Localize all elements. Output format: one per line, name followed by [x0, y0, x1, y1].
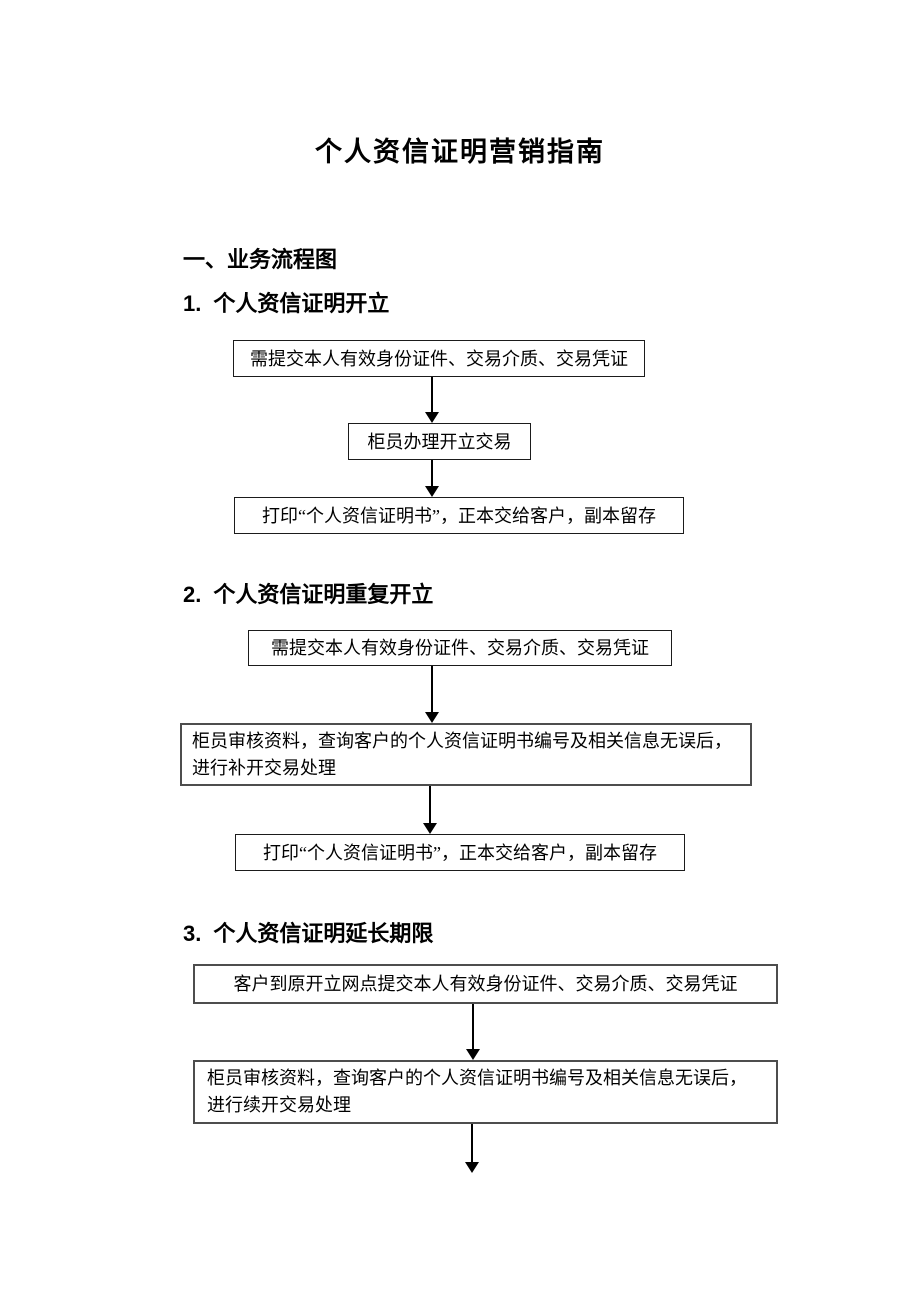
flow-step-box: 需提交本人有效身份证件、交易介质、交易凭证 — [248, 630, 672, 666]
flow-step-box: 柜员办理开立交易 — [348, 423, 531, 460]
arrow-shaft — [429, 786, 431, 823]
flow-arrow-down-icon — [425, 460, 439, 497]
arrow-shaft — [431, 377, 433, 412]
section-2-heading: 2. 个人资信证明重复开立 — [183, 577, 433, 609]
flow-step-box: 需提交本人有效身份证件、交易介质、交易凭证 — [233, 340, 645, 377]
flow-step-box: 客户到原开立网点提交本人有效身份证件、交易介质、交易凭证 — [193, 964, 778, 1004]
flow-step-box: 柜员审核资料，查询客户的个人资信证明书编号及相关信息无误后，进行续开交易处理 — [193, 1060, 778, 1124]
arrow-head — [425, 712, 439, 723]
toc-heading-label: 业务流程图 — [227, 247, 338, 272]
arrow-shaft — [431, 460, 433, 486]
flow-step-box: 柜员审核资料，查询客户的个人资信证明书编号及相关信息无误后，进行补开交易处理 — [180, 723, 752, 786]
section-1-heading: 1. 个人资信证明开立 — [183, 286, 389, 318]
page-title: 个人资信证明营销指南 — [315, 137, 605, 167]
section-1-title: 个人资信证明开立 — [213, 291, 390, 316]
section-2-title: 个人资信证明重复开立 — [213, 582, 434, 607]
section-3-number: 3. — [183, 921, 202, 946]
arrow-shaft — [472, 1004, 474, 1049]
arrow-shaft — [431, 666, 433, 712]
arrow-head — [466, 1049, 480, 1060]
flow-arrow-down-icon — [466, 1004, 480, 1060]
arrow-head — [465, 1162, 479, 1173]
arrow-head — [425, 412, 439, 423]
section-1-number: 1. — [183, 291, 202, 316]
flow-arrow-down-icon — [423, 786, 437, 834]
toc-heading-number: 一、 — [183, 247, 228, 272]
section-3-heading: 3. 个人资信证明延长期限 — [183, 916, 433, 948]
arrow-head — [425, 486, 439, 497]
flow-arrow-down-icon — [425, 377, 439, 423]
arrow-shaft — [471, 1124, 473, 1162]
toc-heading: 一、 业务流程图 — [183, 242, 337, 274]
flow-arrow-down-icon — [425, 666, 439, 723]
flow-step-box: 打印“个人资信证明书”，正本交给客户，副本留存 — [234, 497, 684, 534]
flow-step-box: 打印“个人资信证明书”，正本交给客户，副本留存 — [235, 834, 685, 871]
flow-arrow-down-icon — [465, 1124, 479, 1173]
section-3-title: 个人资信证明延长期限 — [213, 921, 434, 946]
section-2-number: 2. — [183, 582, 202, 607]
arrow-head — [423, 823, 437, 834]
